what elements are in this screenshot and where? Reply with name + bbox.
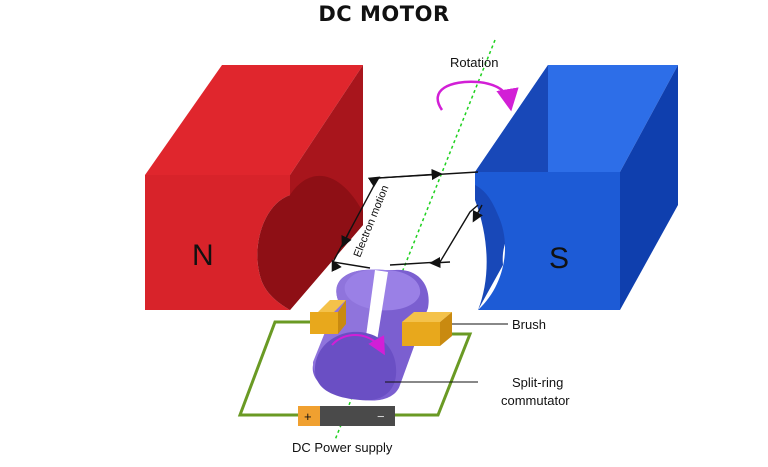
dc-battery: + − — [298, 406, 395, 426]
coil-wire-arrow-4 — [341, 229, 352, 248]
rotation-label: Rotation — [450, 55, 498, 70]
coil-wire-arrow-3 — [429, 256, 451, 269]
brush-right — [402, 312, 452, 346]
rotation-arrow — [436, 80, 519, 112]
coil-wire-back — [389, 204, 479, 266]
south-pole-label: S — [549, 242, 569, 275]
south-magnet-side — [620, 65, 678, 310]
battery-body — [320, 406, 395, 426]
battery-cap — [298, 406, 320, 426]
north-magnet-front — [145, 175, 290, 310]
commutator-label-line2: commutator — [501, 393, 570, 408]
coil-wire-arrow-1 — [377, 168, 443, 181]
brush-left — [310, 300, 346, 334]
commutator-rotation-arrow — [331, 333, 385, 356]
brush-label: Brush — [512, 317, 546, 332]
power-supply-label: DC Power supply — [292, 440, 393, 455]
north-pole-label: N — [192, 239, 214, 272]
diagram-title: DC MOTOR — [318, 2, 450, 26]
coil-wire-arrow-2 — [472, 204, 483, 223]
south-magnet: S — [475, 65, 678, 310]
battery-plus-sign: + — [304, 409, 312, 424]
north-magnet-top — [145, 65, 363, 175]
south-magnet-front — [475, 172, 620, 310]
north-magnet: N — [145, 65, 363, 310]
battery-minus-sign: − — [377, 409, 385, 424]
commutator-label-line1: Split-ring — [512, 375, 563, 390]
circuit-wires — [237, 320, 473, 417]
armature-coil — [331, 168, 483, 273]
